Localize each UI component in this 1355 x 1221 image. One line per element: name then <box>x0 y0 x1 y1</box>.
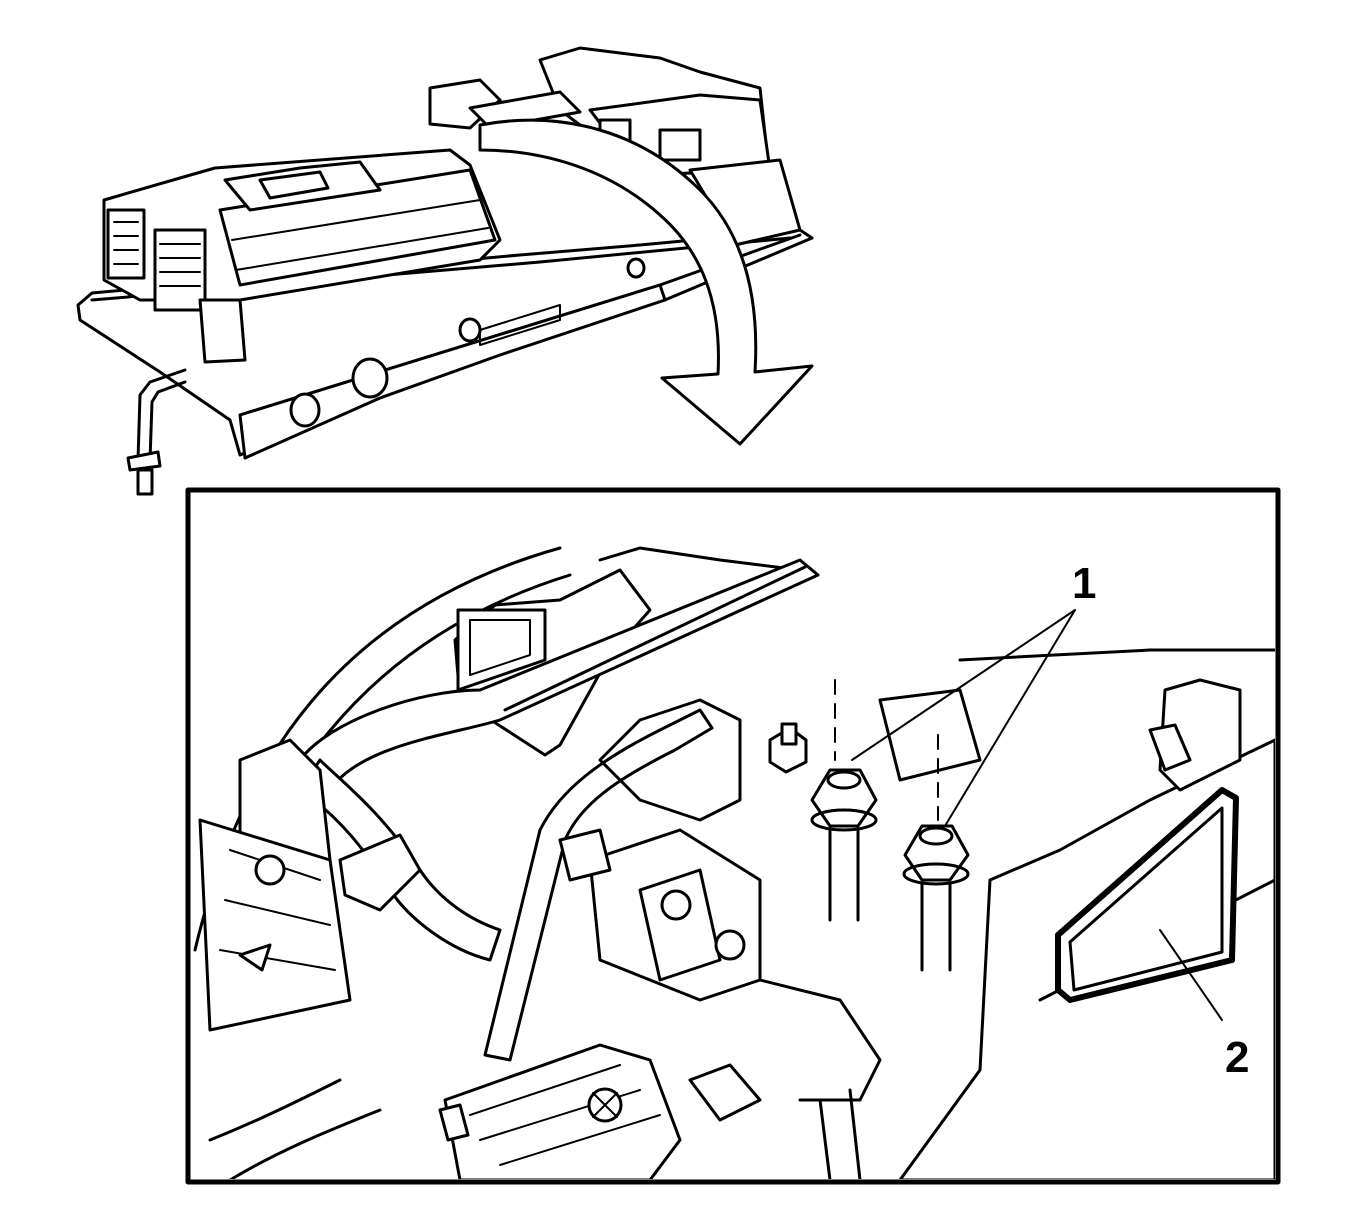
callout-1-label: 1 <box>1072 559 1096 608</box>
rotation-arrow-icon <box>478 118 814 446</box>
label-plate <box>1055 787 1239 1003</box>
callout-2-label: 2 <box>1225 1033 1249 1082</box>
mounting-nut-2 <box>902 734 970 972</box>
assembly-overview <box>76 46 814 496</box>
detail-view: 1 2 <box>185 487 1281 1185</box>
mounting-nut-1 <box>810 679 878 922</box>
stud-post <box>768 722 808 774</box>
callout-2-leader <box>1159 929 1223 1021</box>
callout-1-leaders <box>851 609 1076 827</box>
